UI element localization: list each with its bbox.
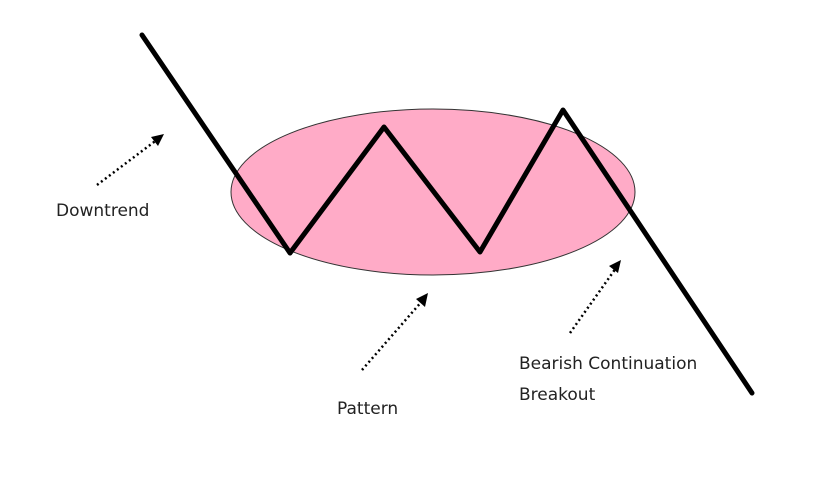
downtrend-label: Downtrend: [56, 201, 150, 221]
breakout-arrow: [568, 267, 618, 334]
downtrend-arrow: [96, 138, 159, 186]
breakout-label-line1: Bearish Continuation: [519, 354, 698, 374]
pattern-label: Pattern: [337, 399, 399, 419]
breakout-arrowhead: [609, 260, 621, 273]
pattern-arrow: [361, 299, 424, 371]
price-line: [139, 32, 755, 396]
downtrend-arrowhead: [151, 134, 164, 146]
breakout-label-line2: Breakout: [519, 385, 596, 405]
pattern-arrowhead: [416, 293, 428, 307]
